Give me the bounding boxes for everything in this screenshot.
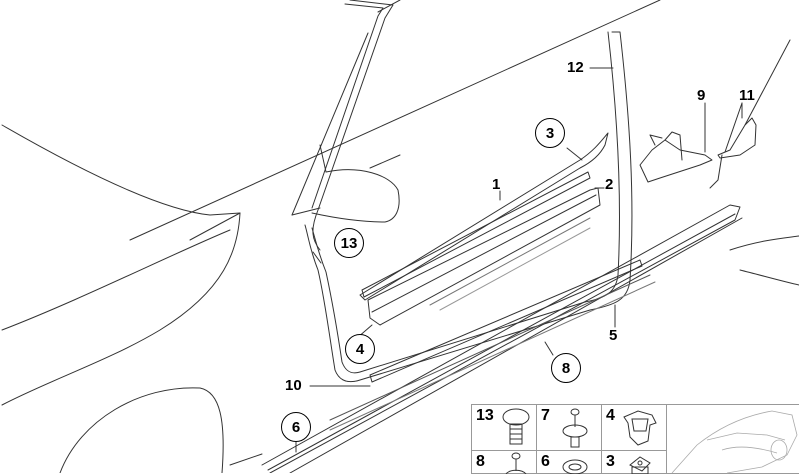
callout-12: 12 xyxy=(567,59,584,76)
square-clip-icon xyxy=(629,456,651,474)
callout-circle-13: 13 xyxy=(334,228,364,258)
fastener-table: 13 7 4 xyxy=(471,404,799,474)
fastener-cell-7: 7 xyxy=(537,405,602,451)
grommet-icon xyxy=(562,459,588,474)
callout-10: 10 xyxy=(285,377,302,394)
callout-circle-3: 3 xyxy=(535,118,565,148)
callout-circle-6: 6 xyxy=(281,412,311,442)
vehicle-outline-icon xyxy=(671,410,798,474)
fastener-label: 13 xyxy=(476,407,494,424)
fastener-label: 7 xyxy=(541,407,550,424)
callout-1: 1 xyxy=(492,176,501,193)
vehicle-thumbnail xyxy=(667,405,799,474)
callout-2: 2 xyxy=(605,176,614,193)
expanding-rivet-icon xyxy=(562,408,588,448)
callout-11: 11 xyxy=(739,87,755,104)
fastener-cell-4: 4 xyxy=(602,405,667,451)
callout-circle-4: 4 xyxy=(345,334,375,364)
fastener-cell-6: 6 xyxy=(537,451,602,474)
push-rivet-clip-icon xyxy=(502,408,530,445)
fastener-cell-3: 3 xyxy=(602,451,667,474)
callout-5: 5 xyxy=(609,327,618,344)
fastener-cell-8: 8 xyxy=(472,451,537,474)
fastener-cell-13: 13 xyxy=(472,405,537,451)
fastener-label: 8 xyxy=(476,453,485,470)
fastener-label: 6 xyxy=(541,453,550,470)
expanding-rivet-icon xyxy=(505,452,527,474)
clip-nut-icon xyxy=(623,410,657,446)
callout-9: 9 xyxy=(697,87,706,104)
callout-circle-8: 8 xyxy=(551,353,581,383)
fastener-label: 3 xyxy=(606,453,615,470)
fastener-label: 4 xyxy=(606,407,615,424)
